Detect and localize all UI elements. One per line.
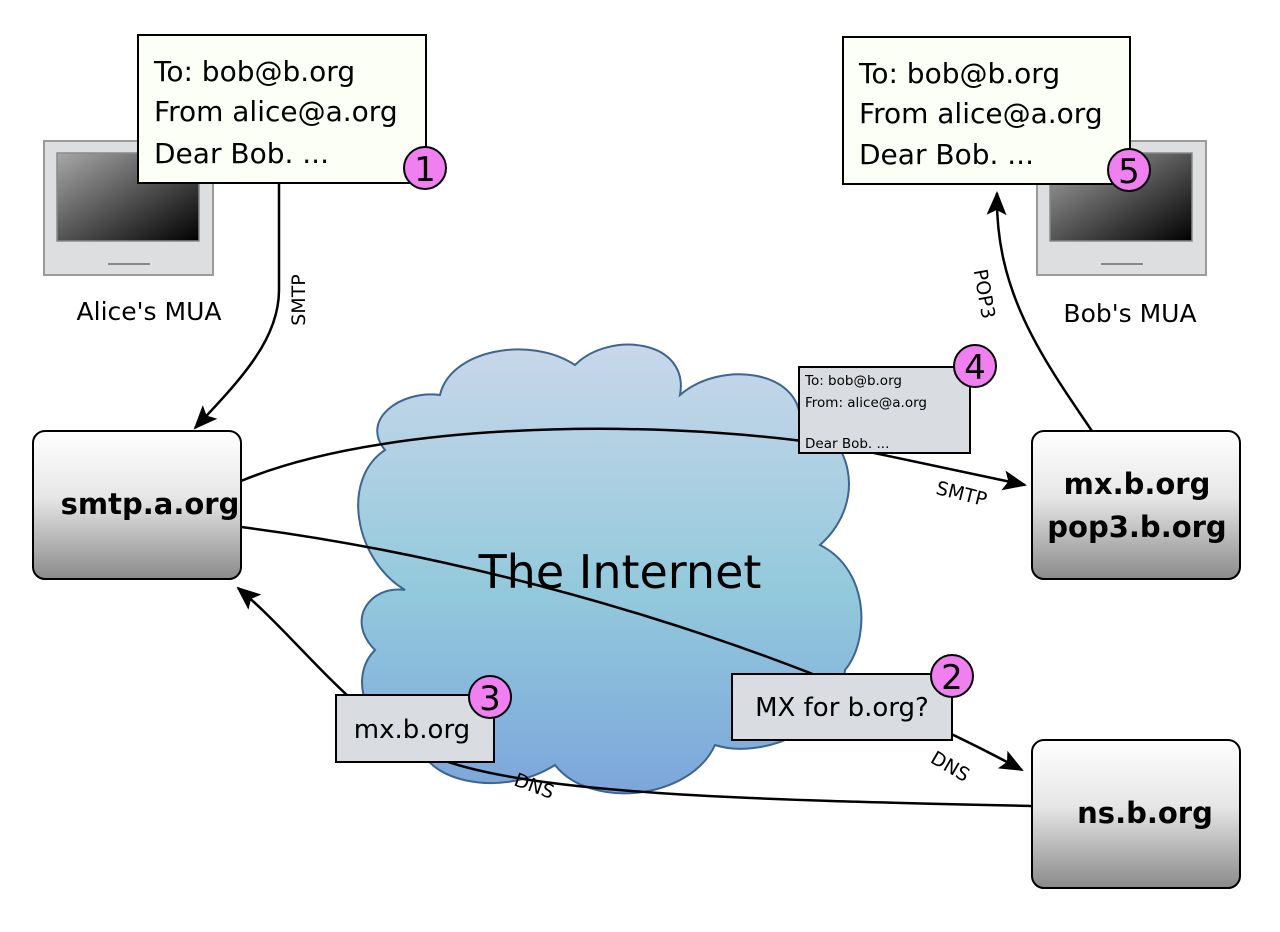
mx-b-label: mx.b.org: [1064, 467, 1211, 501]
message-body: Dear Bob. ...: [154, 137, 329, 170]
alice-smtp-label: SMTP: [288, 274, 310, 326]
step-badge-1-number: 1: [414, 150, 436, 190]
message-from: From alice@a.org: [859, 97, 1103, 130]
step-badge-5-number: 5: [1118, 152, 1140, 192]
message-from: From: alice@a.org: [805, 395, 927, 411]
step-badge-2-number: 2: [941, 658, 963, 698]
message-to: To: bob@b.org: [858, 57, 1060, 90]
smtp-a-label: smtp.a.org: [61, 487, 240, 521]
alice-smtp-arrow: [193, 183, 281, 430]
message-from: From alice@a.org: [154, 95, 398, 128]
message-to: To: bob@b.org: [804, 373, 902, 389]
step-badge-4: [953, 344, 997, 388]
relay-smtp-label: SMTP: [934, 477, 989, 511]
step-badge-2: [930, 654, 974, 698]
alice-computer-icon: [43, 140, 214, 276]
bob-mua-label: Bob's MUA: [1063, 299, 1196, 328]
message-to: To: bob@b.org: [153, 55, 355, 88]
pop3-b-label: pop3.b.org: [1047, 510, 1226, 544]
step-badge-3-number: 3: [479, 679, 501, 719]
dns-reply-text: mx.b.org: [354, 715, 470, 745]
dns-reply-arrow: [236, 586, 1033, 808]
alice-mua-label: Alice's MUA: [77, 297, 222, 326]
smtp-a-server: smtp.a.org: [32, 430, 242, 580]
pop3-label: POP3: [969, 267, 999, 320]
dns-query-text: MX for b.org?: [755, 693, 929, 723]
ns-b-server: ns.b.org: [1031, 739, 1241, 889]
step-badge-5: [1107, 148, 1151, 192]
dns-reply-label: DNS: [511, 769, 557, 804]
mx-b-server: mx.b.org pop3.b.org: [1031, 430, 1241, 580]
message-step-3: mx.b.org 3: [335, 675, 512, 763]
message-step-2: MX for b.org? 2: [731, 654, 974, 741]
cloud-label: The Internet: [478, 545, 762, 599]
message-step-4: To: bob@b.org From: alice@a.org Dear Bob…: [798, 344, 997, 454]
message-step-1: To: bob@b.org From alice@a.org Dear Bob.…: [137, 34, 447, 190]
message-body: Dear Bob. ...: [805, 436, 889, 452]
step-badge-1: [403, 146, 447, 190]
message-step-5: To: bob@b.org From alice@a.org Dear Bob.…: [842, 36, 1151, 192]
step-badge-3: [468, 675, 512, 719]
ns-b-label: ns.b.org: [1077, 796, 1213, 830]
dns-query-label: DNS: [927, 747, 973, 787]
pop3-arrow: [986, 191, 1094, 432]
message-body: Dear Bob. ...: [859, 138, 1034, 171]
step-badge-4-number: 4: [964, 348, 986, 388]
